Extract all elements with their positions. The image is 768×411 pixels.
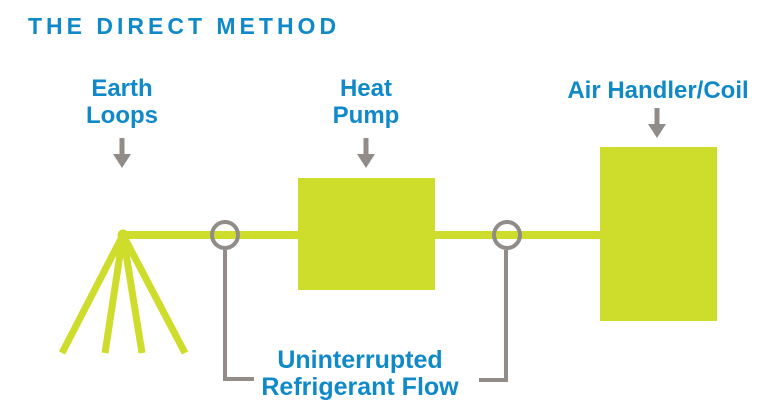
heat-pump-label-line2: Pump bbox=[332, 102, 400, 129]
flow-callout-left-elbow bbox=[223, 377, 254, 381]
down-arrow-icon bbox=[113, 138, 131, 168]
down-arrow-icon bbox=[648, 108, 666, 138]
flow-callout-left-line bbox=[223, 250, 227, 381]
heat-pump-box bbox=[298, 178, 435, 290]
flow-label-line2: Refrigerant Flow bbox=[261, 373, 459, 401]
junction-circle-icon bbox=[492, 220, 522, 250]
flow-label-line1: Uninterrupted bbox=[277, 346, 443, 374]
heat-pump-label: Heat Pump bbox=[333, 75, 400, 129]
air-handler-box bbox=[600, 147, 717, 321]
earth-loops-icon bbox=[58, 229, 189, 355]
down-arrow-icon bbox=[357, 138, 375, 168]
page-title: THE DIRECT METHOD bbox=[28, 13, 341, 39]
heat-pump-label-line1: Heat bbox=[339, 75, 393, 102]
earth-loops-label: Earth Loops bbox=[86, 75, 158, 129]
earth-loops-label-line1: Earth bbox=[91, 75, 153, 102]
refrigerant-line-left bbox=[121, 231, 298, 239]
flow-callout-right-line bbox=[504, 250, 508, 382]
flow-label: Uninterrupted Refrigerant Flow bbox=[261, 347, 458, 401]
air-handler-label: Air Handler/Coil bbox=[567, 77, 749, 104]
earth-loops-label-line2: Loops bbox=[86, 102, 158, 129]
junction-circle-icon bbox=[210, 220, 240, 250]
flow-callout-right-elbow bbox=[479, 378, 508, 382]
